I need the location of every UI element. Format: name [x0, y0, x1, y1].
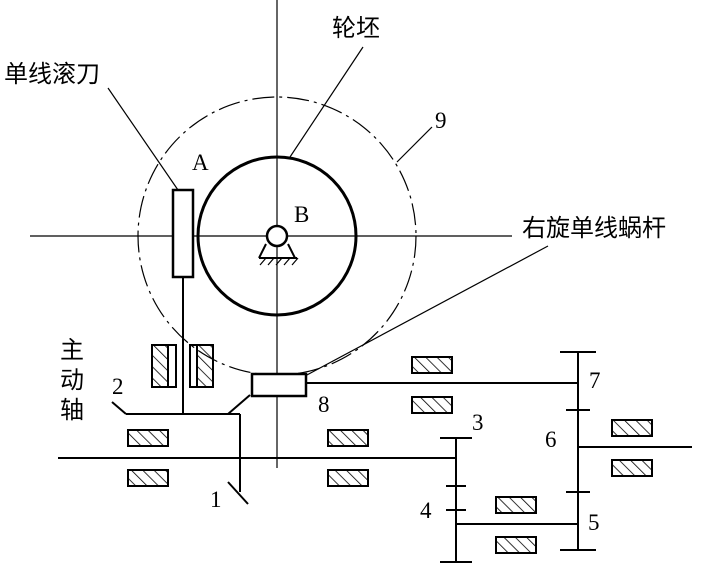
wheel-blank — [196, 155, 358, 317]
worm-bearing-top — [411, 356, 453, 374]
hob-label: 单线滚刀 — [4, 60, 100, 88]
main-shaft-label-2: 动 — [60, 366, 84, 394]
bevel-gear-upper — [227, 394, 251, 415]
num-4: 4 — [420, 498, 432, 523]
main-shaft-label-3: 轴 — [60, 396, 84, 424]
hub-circle — [265, 224, 289, 248]
hob-bearing-right — [196, 344, 214, 388]
worm-leader — [304, 245, 549, 377]
main-shaft-label-1: 主 — [60, 336, 84, 364]
hub-ground-hatch — [259, 257, 299, 266]
worm-bearing-bottom — [411, 396, 453, 414]
worm-8 — [250, 372, 308, 398]
blank-label: 轮坯 — [332, 14, 380, 42]
main-bearing-2-bottom — [327, 469, 369, 487]
hob-cutter — [171, 188, 195, 279]
num-6: 6 — [545, 427, 557, 452]
hob-bearing-left — [151, 344, 169, 388]
main-bearing-2-top — [327, 429, 369, 447]
num-9: 9 — [435, 108, 447, 133]
point-a-label: A — [192, 150, 209, 175]
num-1: 1 — [210, 487, 222, 512]
num-2: 2 — [112, 374, 124, 399]
blank-leader — [289, 46, 364, 158]
bevel-gear-1 — [227, 481, 249, 505]
circle9-leader — [396, 126, 433, 163]
worm-label: 右旋单线蜗杆 — [522, 214, 666, 242]
main-bearing-1-top — [127, 429, 169, 447]
hob-bearing-left-inner — [168, 344, 177, 388]
num-8: 8 — [318, 392, 330, 417]
num-3: 3 — [472, 410, 484, 435]
main-bearing-1-bottom — [127, 469, 169, 487]
hob-bearing-right-inner — [189, 344, 197, 388]
hob-leader — [107, 87, 179, 191]
num-7: 7 — [589, 368, 601, 393]
num-5: 5 — [588, 510, 600, 535]
bevel-gear-2 — [111, 401, 127, 415]
shaft6-bearing-top — [611, 419, 653, 437]
point-b-label: B — [294, 202, 309, 227]
shaft6-bearing-bottom — [611, 459, 653, 477]
shaft45-bearing-bottom — [495, 536, 537, 554]
shaft45-bearing-top — [495, 496, 537, 514]
